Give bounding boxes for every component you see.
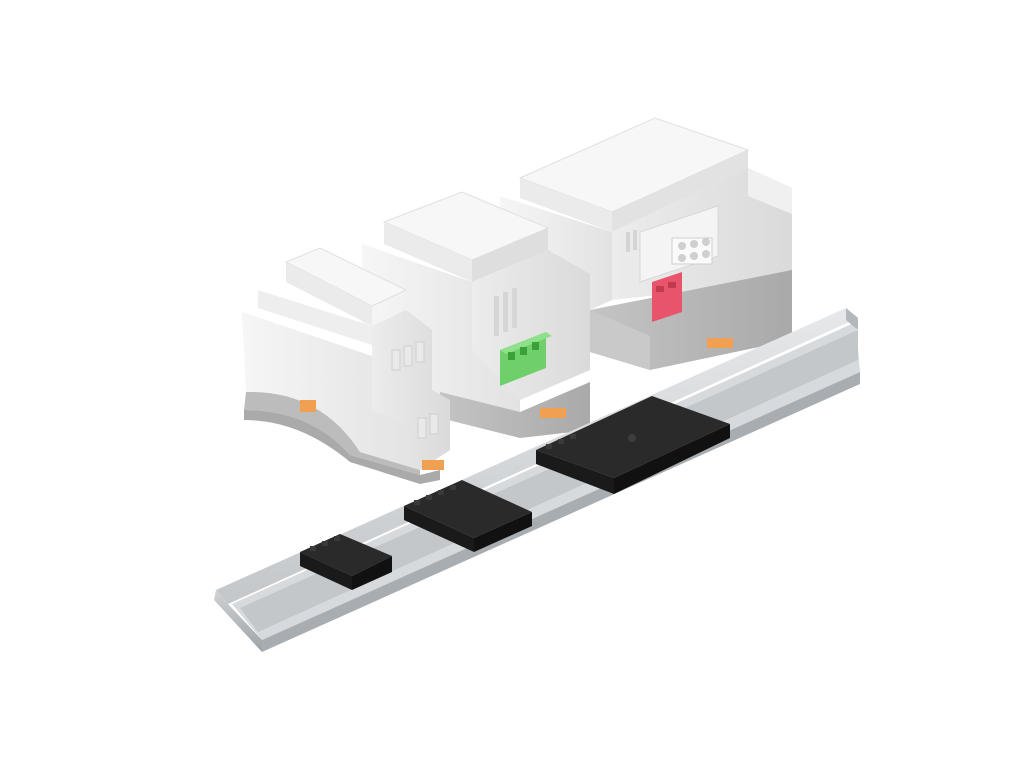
bus-connector-small <box>300 534 392 590</box>
small-din-enclosure <box>242 247 450 484</box>
terminal-block-green <box>500 332 552 386</box>
terminal-block-white <box>671 237 713 265</box>
terminal-block-red <box>652 272 682 322</box>
bus-connector-large <box>536 396 730 494</box>
bus-connector-medium <box>404 480 532 552</box>
